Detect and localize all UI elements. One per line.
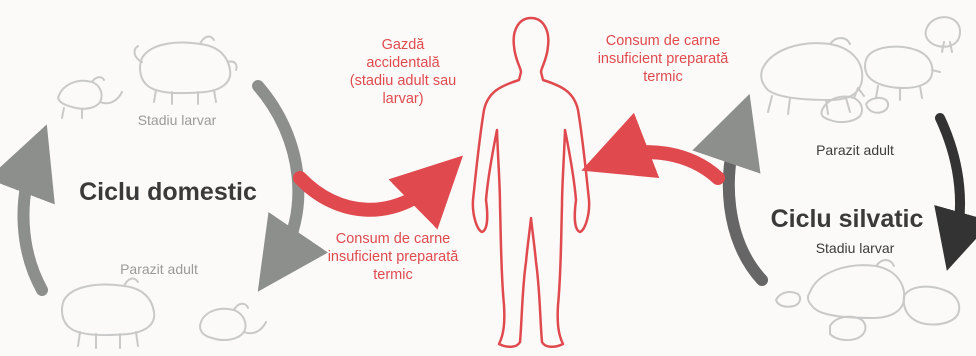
transmission-arrow-sylvatic [581,112,725,185]
pig-icon [61,277,156,349]
fox-icon [865,96,890,114]
domestic-cycle-arrow-right [252,80,329,292]
sylvatic-cycle-title: Ciclu silvatic [770,205,924,233]
rat-icon [199,302,267,341]
rat-icon [57,76,123,119]
domestic-cycle-arrow-left [0,124,55,296]
domestic-stage-larval: Stadiu larvar [137,112,217,128]
human-silhouette-icon [471,16,591,348]
domestic-stage-adult: Parazit adult [120,261,198,277]
accidental-host-label: Gazdă accidentală (stadiu adult sau larv… [349,37,457,108]
sylvatic-cycle-arrow-left [692,93,768,286]
sylvatic-cycle-arrow-right [934,113,976,271]
bear-icon [806,259,906,319]
meat-consumption-label-right: Consum de carne insuficient preparată te… [597,33,729,86]
domestic-cycle-title: Ciclu domestic [79,178,257,206]
transmission-arrow-domestic [293,155,464,230]
meat-consumption-label-left: Consum de carne insuficient preparată te… [327,231,459,284]
sylvatic-stage-adult: Parazit adult [816,142,894,158]
fox-icon [829,315,867,342]
pig-icon [133,35,238,105]
bear-icon [760,37,864,115]
boar-icon [902,285,961,326]
boar-icon [864,45,941,101]
rat-icon [775,291,802,308]
walrus-icon [924,16,962,53]
fox-icon [820,87,865,124]
sylvatic-stage-larval: Stadiu larvar [815,240,895,256]
